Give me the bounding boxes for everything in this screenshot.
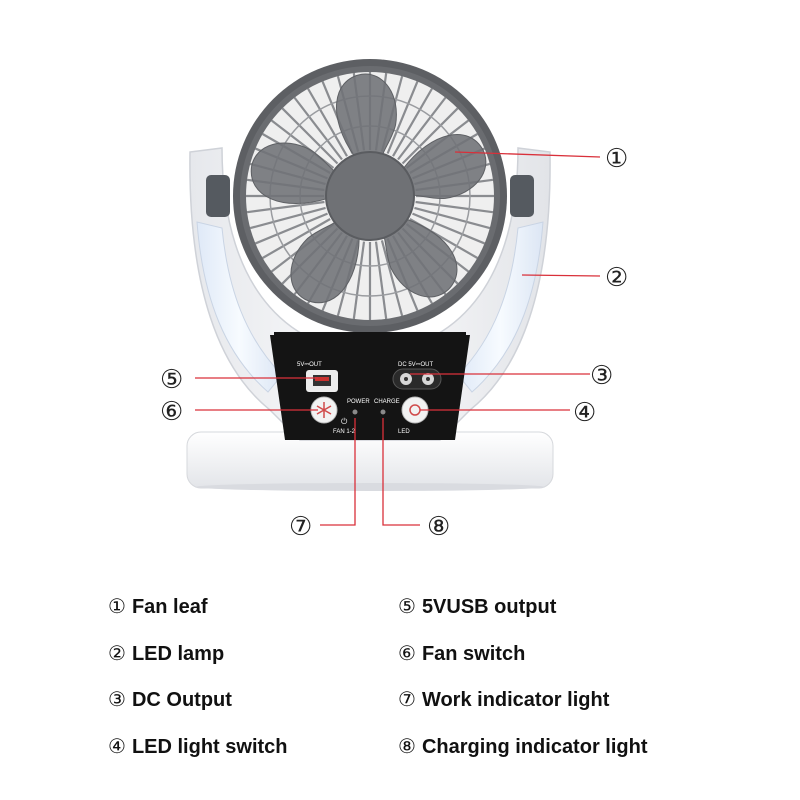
legend-text: LED light switch — [131, 736, 288, 758]
led-lamp-right — [457, 221, 544, 393]
legend-text: LED lamp — [131, 643, 225, 665]
legend-text: DC Output — [131, 689, 232, 711]
legend-text: Fan leaf — [131, 596, 208, 618]
dc-port-label: DC 5V⎓OUT — [398, 362, 433, 368]
fan-blade — [382, 218, 458, 298]
grille-spoke — [293, 96, 343, 161]
grille-spoke — [249, 206, 326, 230]
grille-spoke — [397, 96, 447, 161]
usb-port[interactable] — [306, 370, 338, 392]
grille-spoke — [281, 107, 339, 165]
grille-spoke — [352, 241, 366, 320]
legend-num: ③ — [108, 689, 126, 711]
power-label: POWER — [347, 399, 370, 405]
callout-7: ⑦ — [289, 512, 312, 542]
grille-spoke — [374, 241, 388, 320]
callout-5: ⑤ — [160, 365, 183, 395]
leader-lines — [195, 151, 601, 526]
grille-spoke — [412, 212, 485, 245]
fan-hub — [325, 151, 415, 241]
led-switch-label: LED — [398, 429, 410, 435]
fan-leaf — [250, 73, 487, 304]
grille-spoke — [386, 81, 419, 154]
leader-line-7 — [320, 418, 356, 526]
charging-indicator-light — [380, 409, 386, 415]
callout-3: ③ — [590, 361, 613, 391]
pivot-knob-right — [510, 175, 534, 217]
leader-line-8 — [382, 418, 420, 526]
legend-num: ① — [108, 596, 126, 618]
work-indicator-light — [352, 409, 358, 415]
pivot-knob-left — [206, 175, 230, 217]
grille-spoke — [380, 240, 404, 317]
callout-8: ⑧ — [427, 512, 450, 542]
legend-num: ⑦ — [398, 689, 416, 711]
led-lamp-left — [196, 221, 283, 393]
legend-num: ⑥ — [398, 643, 416, 665]
fan-switch[interactable] — [310, 396, 338, 424]
legend-num: ⑧ — [398, 736, 416, 758]
callout-numbers: ① ② ③ ④ ⑤ ⑥ ⑦ ⑧ — [160, 144, 628, 542]
grille-spoke — [307, 88, 348, 157]
grille-spoke — [392, 88, 433, 157]
leader-line-1 — [454, 151, 601, 158]
fan-blade — [335, 73, 397, 158]
callout-6: ⑥ — [160, 397, 183, 427]
dc-output-ports[interactable] — [392, 368, 442, 390]
grille-spoke — [415, 200, 494, 214]
grille-spoke — [255, 212, 328, 245]
callout-2: ② — [605, 263, 628, 293]
grille-spoke — [262, 218, 331, 259]
legend-text: Fan switch — [421, 643, 526, 665]
charge-label: CHARGE — [374, 399, 400, 405]
callout-4: ④ — [573, 398, 596, 428]
grille-spoke — [246, 200, 325, 214]
usb-port-label: 5V⎓OUT — [297, 362, 322, 368]
legend-text: Work indicator light — [421, 689, 610, 711]
fan-base — [186, 431, 554, 491]
fan-blade — [402, 134, 487, 199]
fan-mode-label: FAN 1-2 — [333, 429, 356, 435]
legend-text: 5VUSB output — [421, 596, 557, 618]
grille-spoke — [401, 107, 459, 165]
callout-1: ① — [605, 144, 628, 174]
fan-blade — [250, 142, 337, 204]
legend-num: ⑤ — [398, 596, 416, 618]
control-panel: 5V⎓OUT DC 5V⎓OUT POWER CHARGE ⏻ FAN 1-2 — [270, 332, 470, 440]
legend-num: ② — [108, 643, 126, 665]
legend-num: ④ — [108, 736, 126, 758]
power-symbol-icon: ⏻ — [341, 417, 348, 426]
fan-blade — [290, 220, 360, 304]
grille-spoke — [414, 206, 491, 230]
leader-line-2 — [521, 274, 601, 277]
legend-text: Charging indicator light — [421, 736, 648, 758]
